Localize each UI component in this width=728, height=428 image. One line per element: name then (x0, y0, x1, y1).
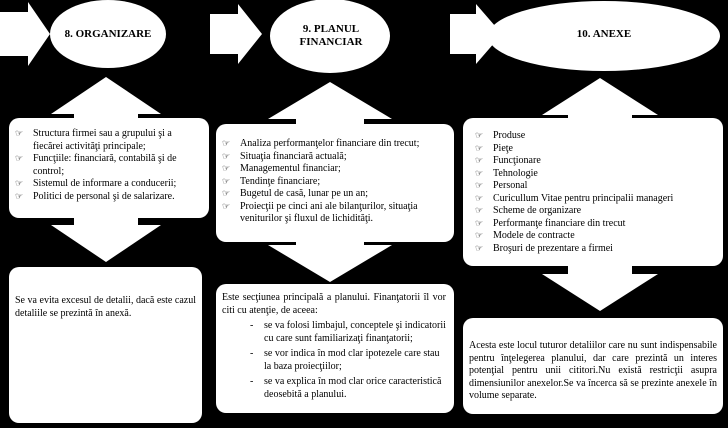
pointing-hand-icon: ☞ (15, 179, 24, 189)
ellipse-organizare (50, 0, 166, 68)
list-item: ☞Sistemul de informare a conducerii; (15, 178, 177, 189)
list-item: ☞Produse (475, 130, 526, 141)
ellipse-planul-financiar (270, 0, 390, 73)
dash-marker: - (250, 348, 254, 359)
list-item: ☞Curicullum Vitae pentru principalii man… (475, 192, 674, 204)
pointing-hand-icon: ☞ (475, 131, 484, 141)
list-item: -se va explica în mod clar orice caracte… (250, 376, 442, 400)
list-item: ☞Modele de contracte (475, 230, 575, 241)
list-item: ☞Situaţia financiară actuală; (222, 150, 347, 162)
pointing-hand-icon: ☞ (222, 151, 231, 162)
pointing-hand-icon: ☞ (475, 218, 484, 229)
pointing-hand-icon: ☞ (222, 164, 231, 174)
pointing-hand-icon: ☞ (222, 189, 231, 199)
pointing-hand-icon: ☞ (475, 143, 484, 154)
list-item: ☞Funcţionare (475, 155, 541, 166)
ellipse-anexe (488, 1, 720, 71)
list-item: ☞Tendinţe financiare; (222, 175, 321, 187)
stage-title-planul-financiar: 9. PLANUL FINANCIAR (299, 23, 363, 48)
list-item: -se vor indica în mod clar ipotezele car… (250, 348, 440, 372)
pointing-hand-icon: ☞ (222, 176, 231, 187)
dash-marker: - (250, 376, 254, 387)
pointing-hand-icon: ☞ (475, 156, 484, 166)
organizare-topics-box: ☞Structura firmei sau a grupului şi a fi… (9, 118, 209, 218)
pointing-hand-icon: ☞ (475, 243, 484, 254)
pointing-hand-icon: ☞ (15, 191, 24, 202)
organizare-note-text: Se va evita excesul de detalii, dacă est… (15, 295, 196, 319)
anexe-topics-box: ☞Produse ☞Pieţe ☞Funcţionare ☞Tehnologie… (463, 118, 723, 266)
anexe-note-text: Acesta este locul tuturor detaliilor car… (469, 340, 717, 401)
dash-marker: - (250, 320, 254, 331)
stage-title-organizare: 8. ORGANIZARE (64, 28, 152, 40)
arrow-right-2 (210, 4, 262, 64)
list-item: ☞Proiecţii pe cinci ani ale bilanţurilor… (222, 200, 418, 225)
pointing-hand-icon: ☞ (475, 168, 484, 179)
pointing-hand-icon: ☞ (475, 181, 484, 191)
planul-financiar-note-list: -se va folosi limbajul, conceptele şi in… (222, 320, 446, 401)
stage-title-anexe: 10. ANEXE (576, 28, 632, 40)
list-item: ☞Managementul financiar; (222, 163, 341, 174)
list-item: ☞Broşuri de prezentare a firmei (475, 242, 613, 254)
pointing-hand-icon: ☞ (475, 231, 484, 241)
list-item: ☞Structura firmei sau a grupului şi a fi… (15, 128, 172, 152)
list-item: ☞Tehnologie (475, 167, 538, 179)
pointing-hand-icon: ☞ (15, 129, 24, 139)
list-item: ☞Politici de personal şi de salarizare. (15, 190, 175, 202)
list-item: ☞Personal (475, 180, 528, 191)
pointing-hand-icon: ☞ (475, 193, 484, 204)
pointing-hand-icon: ☞ (222, 201, 231, 212)
list-item: ☞Pieţe (475, 142, 513, 154)
list-item: -se va folosi limbajul, conceptele şi in… (250, 320, 446, 344)
planul-financiar-topics-box: ☞Analiza performanţelor financiare din t… (216, 124, 454, 242)
anexe-topics-list: ☞Produse ☞Pieţe ☞Funcţionare ☞Tehnologie… (473, 130, 717, 255)
list-item: ☞Bugetul de casă, lunar pe un an; (222, 188, 369, 199)
pointing-hand-icon: ☞ (15, 154, 24, 164)
list-item: ☞Analiza performanţelor financiare din t… (222, 138, 420, 149)
list-item: ☞Funcţiile: financiară, contabilă şi de … (15, 153, 177, 177)
planul-financiar-topics-list: ☞Analiza performanţelor financiare din t… (220, 138, 448, 226)
list-item: ☞Performanţe financiare din trecut (475, 217, 626, 229)
arrow-right-3 (450, 4, 502, 64)
pointing-hand-icon: ☞ (222, 139, 231, 149)
pointing-hand-icon: ☞ (475, 206, 484, 216)
anexe-note-box: Acesta este locul tuturor detaliilor car… (463, 318, 723, 414)
planul-financiar-note-box: Este secţiunea principală a planului. Fi… (216, 284, 454, 413)
organizare-topics-list: ☞Structura firmei sau a grupului şi a fi… (13, 128, 203, 203)
organizare-note-box: Se va evita excesul de detalii, dacă est… (9, 267, 202, 423)
arrow-right-1 (0, 2, 50, 66)
planul-financiar-note-intro: Este secţiunea principală a planului. Fi… (222, 292, 446, 316)
list-item: ☞Scheme de organizare (475, 205, 582, 216)
